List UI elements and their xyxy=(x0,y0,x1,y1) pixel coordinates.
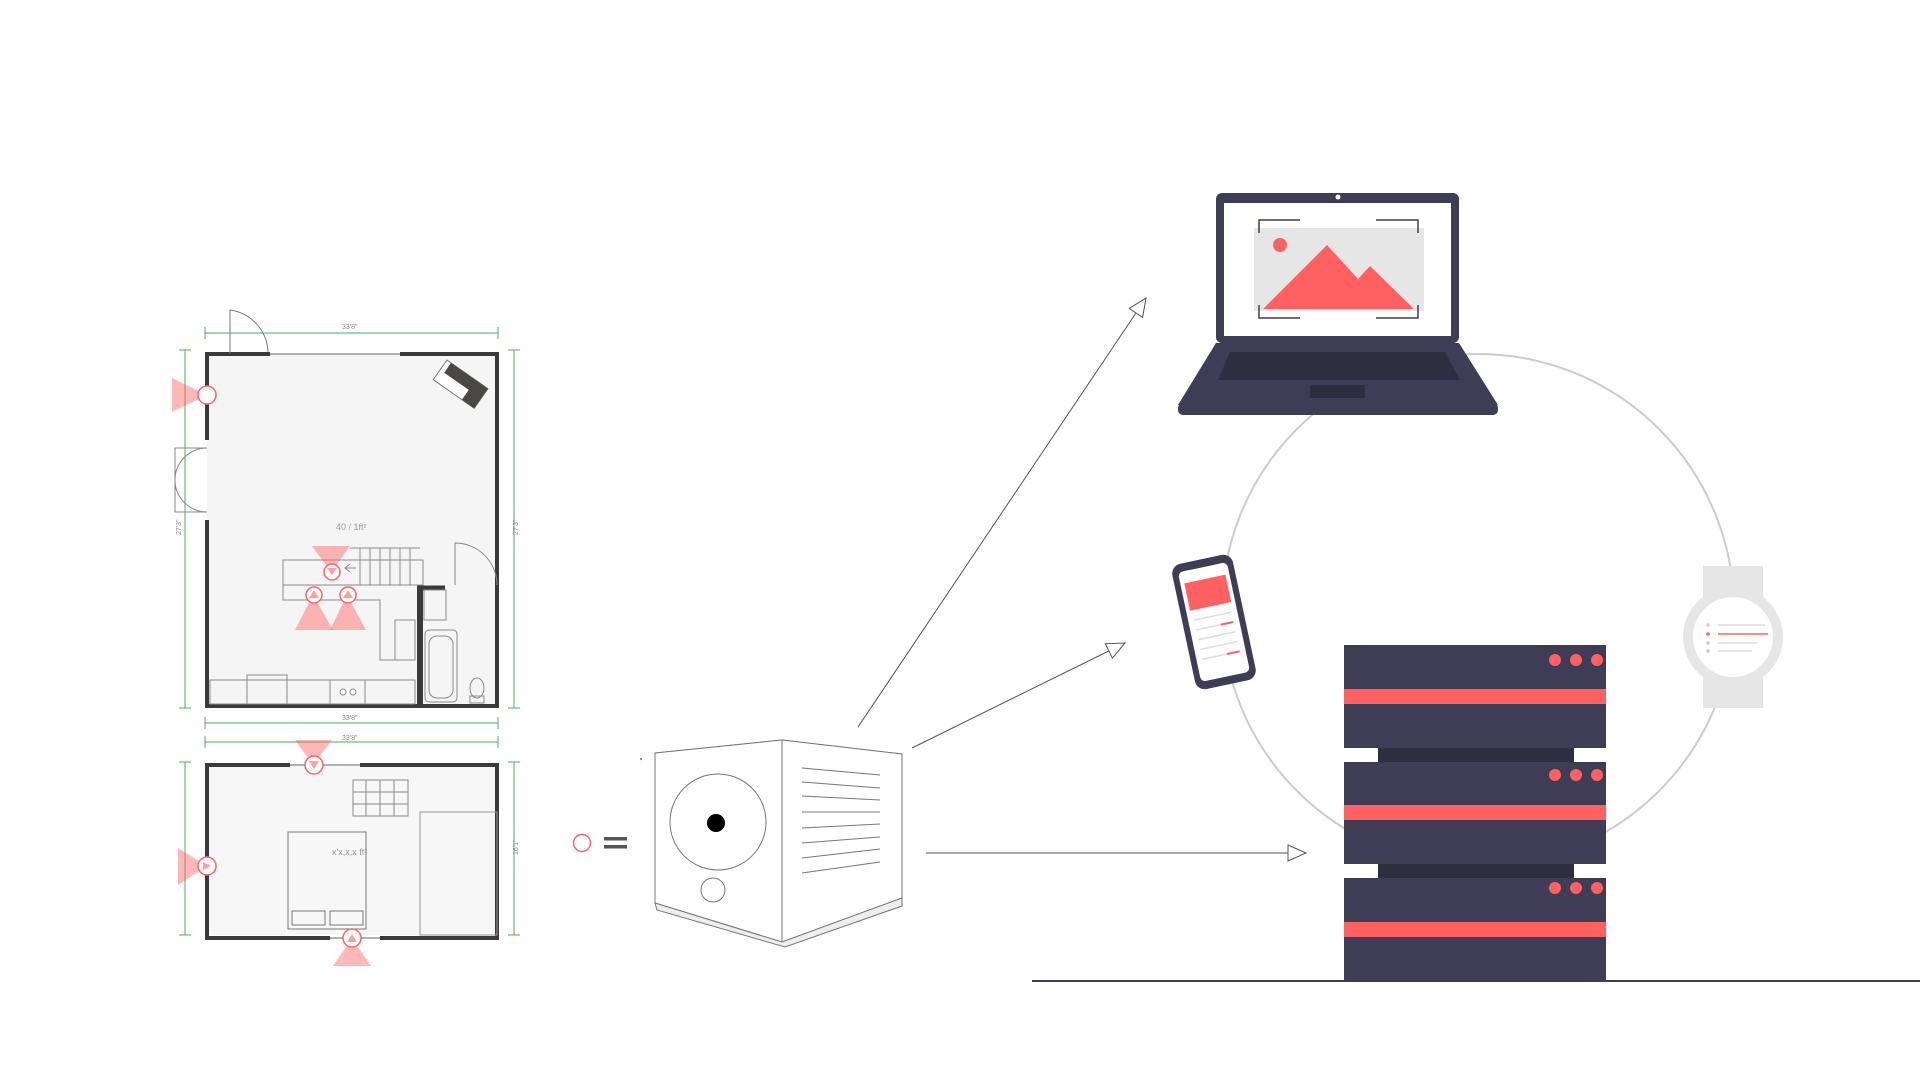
floor-plan-ground: 33'8" 27'3" 27'3" 33'8" xyxy=(174,309,520,729)
smartwatch-icon xyxy=(1683,566,1783,708)
upper-side-label: 16'1" xyxy=(513,839,520,855)
ground-right-label: 27'3" xyxy=(513,519,520,535)
dimension-lines-ground xyxy=(179,327,520,729)
ground-left-label: 27'3" xyxy=(176,519,183,535)
camera-marker xyxy=(333,928,371,966)
camera-device-icon xyxy=(640,739,903,948)
french-doors xyxy=(174,447,208,513)
upper-stair-opening xyxy=(352,779,409,817)
server-rack-icon xyxy=(1344,645,1606,981)
camera-marker xyxy=(178,848,217,885)
bathroom xyxy=(423,589,485,704)
arrow-to-phone xyxy=(911,643,1125,749)
smartphone-icon xyxy=(1172,554,1256,690)
ground-bottom-label: 33'8" xyxy=(342,715,358,722)
legend-equals-sign xyxy=(604,837,627,841)
legend xyxy=(572,833,627,853)
dimension-lines-upper xyxy=(179,736,520,936)
kitchen xyxy=(209,585,416,705)
ground-walls xyxy=(205,352,499,708)
camera-marker xyxy=(295,740,332,775)
staircase xyxy=(282,547,424,586)
ground-area-label: 40 / 1ft² xyxy=(336,522,367,532)
legend-camera-icon xyxy=(572,833,592,853)
upper-floor-area xyxy=(207,765,497,935)
inner-door xyxy=(454,542,498,586)
server-unit xyxy=(1344,762,1606,864)
arrow-to-laptop xyxy=(857,298,1146,728)
server-unit xyxy=(1344,878,1606,981)
camera-marker xyxy=(312,546,350,581)
ground-floor-area xyxy=(207,354,497,704)
closet xyxy=(419,811,498,936)
upper-width-label: 33'8" xyxy=(342,735,358,742)
camera-marker xyxy=(330,586,366,630)
flow-arrows xyxy=(857,298,1306,853)
floor-plan-upper: 33'8" 16'1" x'x,x,x ft² xyxy=(179,735,520,940)
desk xyxy=(432,359,489,410)
ground-width-label: 33'8" xyxy=(342,324,358,331)
bed xyxy=(287,831,367,930)
laptop-icon xyxy=(1178,193,1498,415)
camera-marker xyxy=(295,586,333,630)
entry-door xyxy=(229,309,269,354)
server-unit xyxy=(1344,645,1606,748)
camera-marker xyxy=(172,378,217,412)
camera-markers xyxy=(172,378,371,966)
upper-area-label: x'x,x,x ft² xyxy=(332,847,367,857)
